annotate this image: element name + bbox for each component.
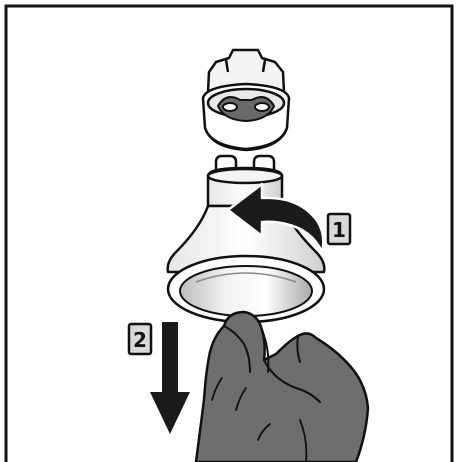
gu10-bulb: [168, 156, 325, 322]
lamp-socket: [203, 50, 289, 150]
step-2-number: 2: [133, 328, 147, 352]
step-2-badge: 2: [129, 324, 151, 354]
hand-illustration: [196, 312, 368, 462]
pull-down-arrow-icon: [150, 322, 190, 434]
step-1-number: 1: [332, 218, 346, 242]
step-1-badge: 1: [328, 214, 350, 244]
